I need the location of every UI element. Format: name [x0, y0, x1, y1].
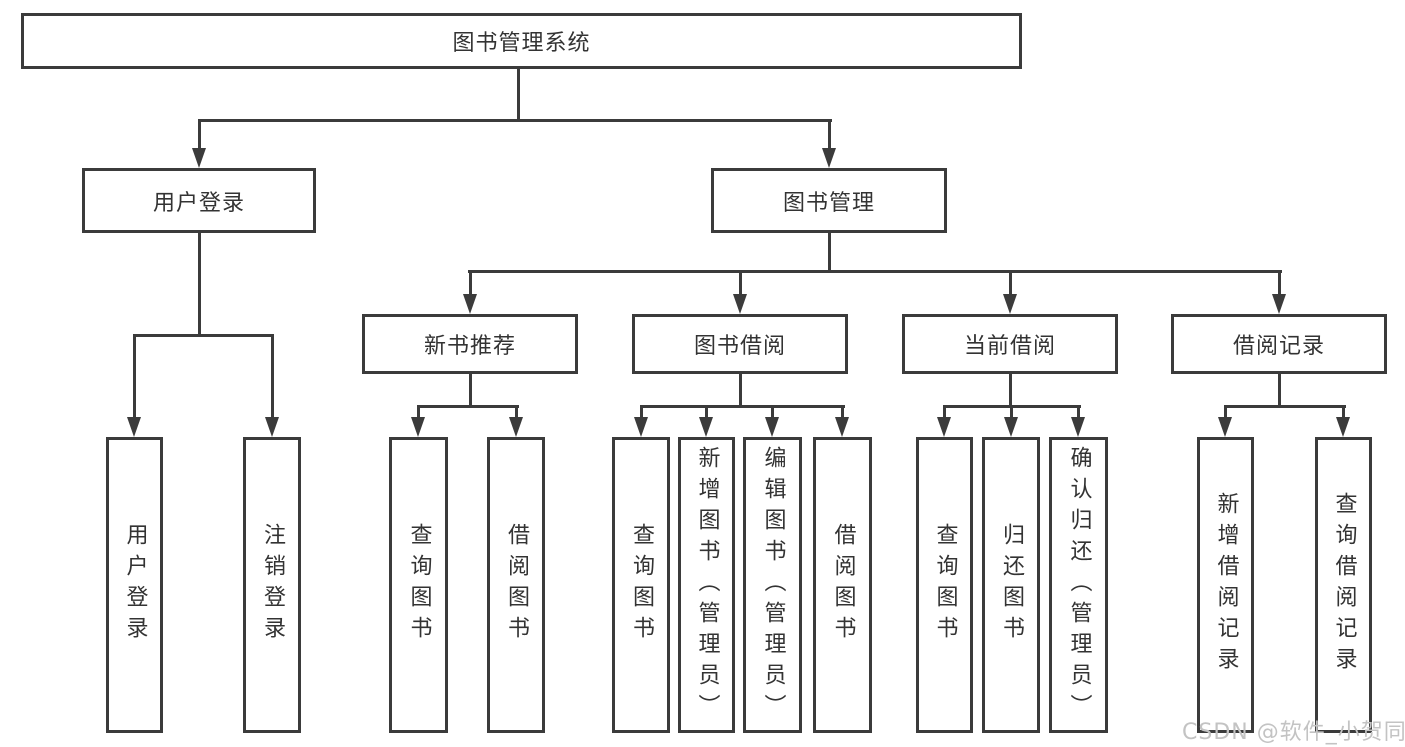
node-label: 注销登录	[260, 523, 285, 647]
node-label: 图书管理系统	[452, 31, 591, 56]
leaf-logout: 注销登录	[243, 437, 301, 733]
connector-drop-leaf-user-login	[133, 334, 136, 418]
connector-drop	[943, 405, 946, 419]
connector-book-borrow-stem	[739, 374, 742, 408]
node-label: 查询图书	[932, 523, 958, 647]
node-label: 图书管理	[782, 190, 875, 216]
node-book-management: 图书管理	[711, 168, 947, 233]
node-borrow-records: 借阅记录	[1171, 314, 1387, 374]
leaf-newrec-query-book: 查询图书	[389, 437, 448, 733]
connector-drop	[640, 405, 643, 419]
arrow-down-icon	[1272, 294, 1286, 314]
connector-level3-rail	[468, 270, 1282, 273]
connector-drop	[1077, 405, 1080, 419]
node-library-management-system: 图书管理系统	[21, 13, 1022, 69]
arrow-down-icon	[1336, 417, 1350, 437]
connector-book-management-stem	[828, 233, 831, 273]
node-label: 新书推荐	[423, 334, 516, 359]
node-label: 借阅图书	[504, 523, 529, 647]
leaf-borrow-edit-book-admin: 编辑图书（管理员）	[743, 437, 802, 733]
node-book-borrow: 图书借阅	[632, 314, 848, 374]
connector-new-book-recommend-stem	[469, 374, 472, 408]
node-label: 编辑图书（管理员）	[760, 445, 786, 725]
arrow-down-icon	[1004, 417, 1018, 437]
node-label: 查询借阅记录	[1331, 492, 1357, 678]
node-label: 借阅记录	[1232, 334, 1325, 359]
connector-borrow-records-stem	[1278, 374, 1281, 408]
connector-user-login-stem	[198, 233, 201, 337]
leaf-borrow-borrow-book: 借阅图书	[813, 437, 872, 733]
leaf-current-query-book: 查询图书	[916, 437, 973, 733]
arrow-down-icon	[509, 417, 523, 437]
node-label: 当前借阅	[963, 334, 1056, 359]
node-label: 用户登录	[152, 190, 245, 216]
connector-drop	[841, 405, 844, 419]
connector-drop-user-login	[198, 119, 201, 150]
node-user-login: 用户登录	[82, 168, 316, 233]
connector-level2-rail	[198, 119, 832, 122]
arrow-down-icon	[733, 294, 747, 314]
arrow-down-icon	[265, 417, 279, 437]
node-label: 图书借阅	[693, 334, 786, 359]
leaf-borrow-query-book: 查询图书	[612, 437, 670, 733]
connector-drop-book-management	[828, 119, 831, 150]
connector-drop	[515, 405, 518, 419]
arrow-down-icon	[765, 417, 779, 437]
node-label: 归还图书	[999, 523, 1024, 647]
arrow-down-icon	[411, 417, 425, 437]
leaf-newrec-borrow-book: 借阅图书	[487, 437, 545, 733]
connector-drop	[1224, 405, 1227, 419]
arrow-down-icon	[835, 417, 849, 437]
node-label: 查询图书	[406, 523, 432, 647]
connector-drop-book-borrow	[739, 270, 742, 296]
connector-user-login-rail	[133, 334, 274, 337]
arrow-down-icon	[822, 148, 836, 168]
arrow-down-icon	[127, 417, 141, 437]
node-label: 新增借阅记录	[1213, 492, 1239, 678]
connector-drop-borrow-records	[1278, 270, 1281, 296]
arrow-down-icon	[634, 417, 648, 437]
arrow-down-icon	[1218, 417, 1232, 437]
arrow-down-icon	[699, 417, 713, 437]
connector-book-borrow-rail	[640, 405, 845, 408]
arrow-down-icon	[192, 148, 206, 168]
connector-drop	[1342, 405, 1345, 419]
leaf-records-add-record: 新增借阅记录	[1197, 437, 1254, 733]
node-current-borrow: 当前借阅	[902, 314, 1118, 374]
arrow-down-icon	[1003, 294, 1017, 314]
node-label: 借阅图书	[830, 523, 856, 647]
connector-borrow-records-rail	[1224, 405, 1346, 408]
connector-drop	[1010, 405, 1013, 419]
leaf-current-confirm-return-admin: 确认归还（管理员）	[1049, 437, 1108, 733]
connector-drop	[771, 405, 774, 419]
node-label: 查询图书	[629, 523, 654, 647]
watermark: CSDN @软件_小贺同学	[1182, 720, 1405, 745]
arrow-down-icon	[1071, 417, 1085, 437]
leaf-current-return-book: 归还图书	[982, 437, 1040, 733]
connector-drop-current-borrow	[1009, 270, 1012, 296]
connector-drop-new-book-recommend	[469, 270, 472, 296]
node-new-book-recommend: 新书推荐	[362, 314, 578, 374]
connector-drop-leaf-logout	[271, 334, 274, 418]
connector-current-borrow-stem	[1009, 374, 1012, 408]
connector-root-stem	[517, 69, 520, 121]
connector-drop	[705, 405, 708, 419]
arrow-down-icon	[463, 294, 477, 314]
connector-new-book-recommend-rail	[417, 405, 519, 408]
connector-drop	[417, 405, 420, 419]
node-label: 新增图书（管理员）	[694, 445, 720, 725]
node-label: 用户登录	[122, 523, 148, 647]
leaf-user-login: 用户登录	[106, 437, 163, 733]
leaf-records-query-record: 查询借阅记录	[1315, 437, 1372, 733]
arrow-down-icon	[937, 417, 951, 437]
leaf-borrow-add-book-admin: 新增图书（管理员）	[678, 437, 735, 733]
node-label: 确认归还（管理员）	[1066, 445, 1092, 725]
